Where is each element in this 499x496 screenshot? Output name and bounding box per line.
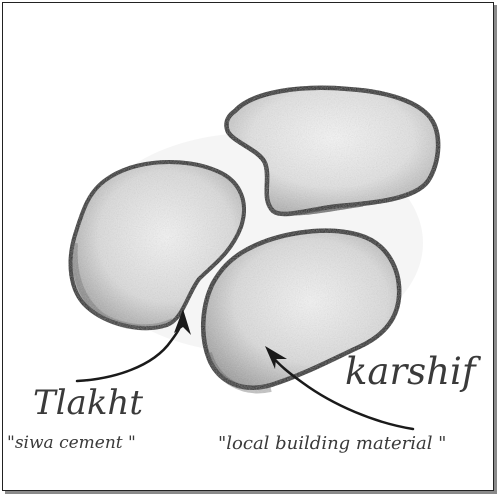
label-local-building-material: "local building material ": [218, 435, 446, 453]
label-tlakht: Tlakht: [33, 386, 143, 420]
label-siwa-cement: "siwa cement ": [7, 435, 136, 452]
illustration-frame: Tlakht karshif "siwa cement " "local bui…: [2, 2, 494, 491]
label-karshif: karshif: [345, 353, 476, 390]
